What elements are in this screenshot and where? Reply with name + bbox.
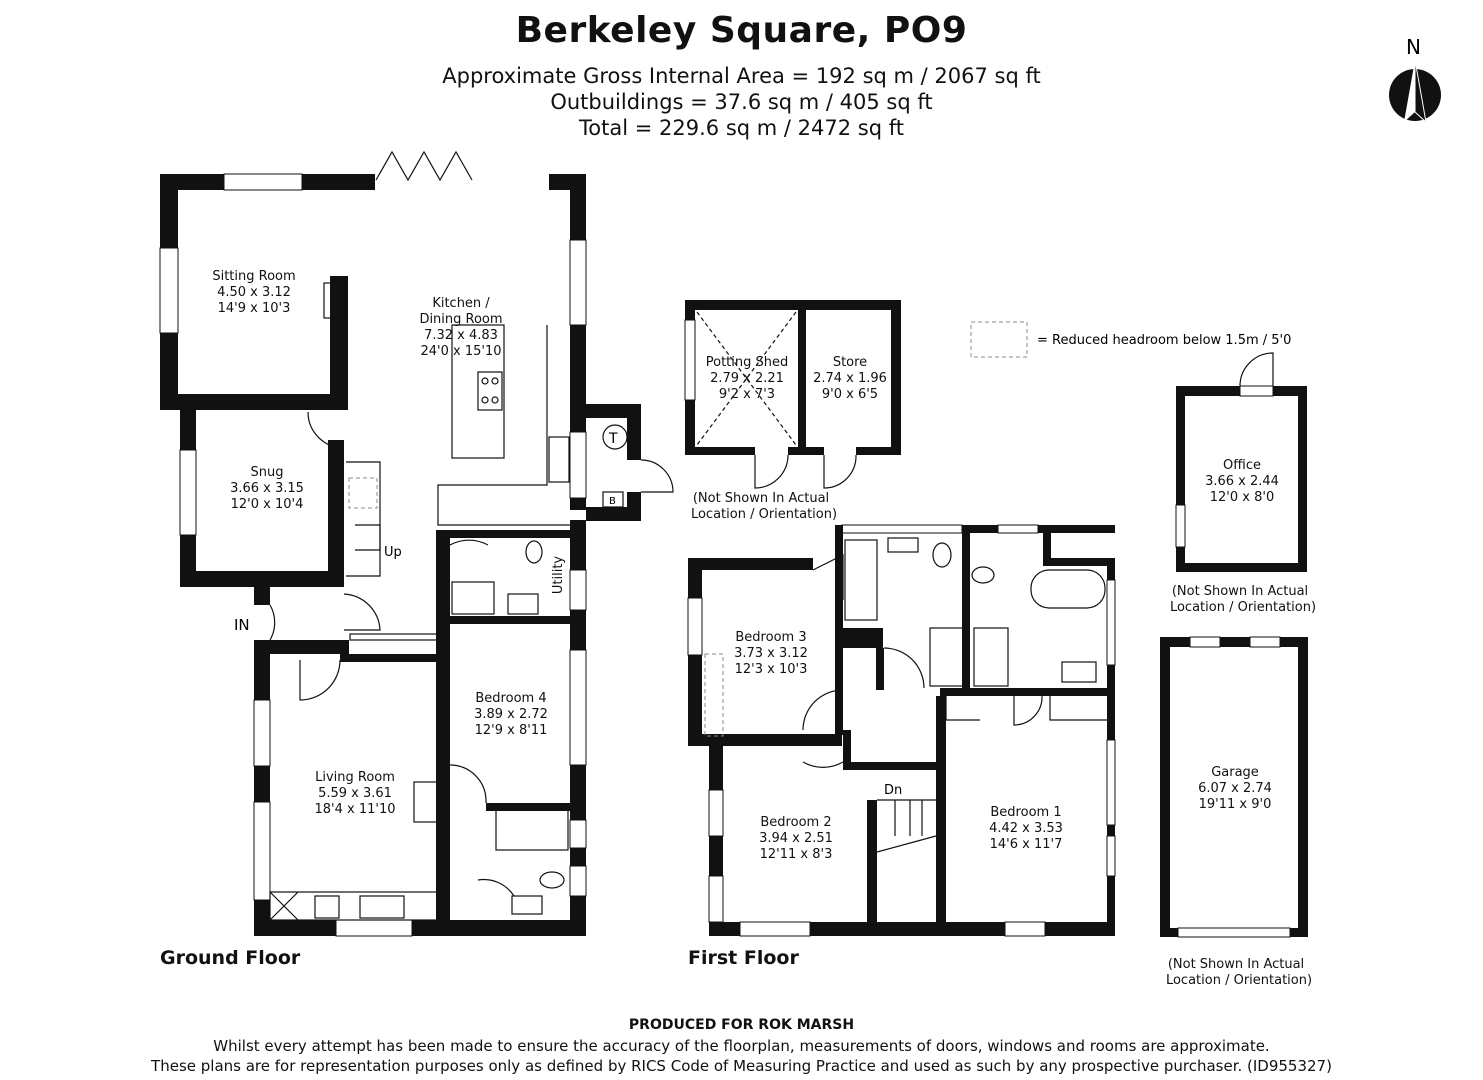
svg-text:(Not Shown In Actual: (Not Shown In Actual <box>1172 584 1308 599</box>
entrance-in-label: IN <box>234 616 250 634</box>
svg-text:3.73 x 3.12: 3.73 x 3.12 <box>734 646 808 661</box>
svg-text:Garage: Garage <box>1211 765 1259 780</box>
svg-text:Kitchen /: Kitchen / <box>432 296 490 311</box>
svg-text:3.94 x 2.51: 3.94 x 2.51 <box>759 831 833 846</box>
stairs-down-label: Dn <box>884 783 902 798</box>
kitchen-sink-icon <box>548 436 570 483</box>
room-label-bedroom2: Bedroom 2 3.94 x 2.51 12'11 x 8'3 <box>759 815 833 862</box>
svg-text:12'0 x 10'4: 12'0 x 10'4 <box>231 497 304 512</box>
svg-text:12'11 x 8'3: 12'11 x 8'3 <box>760 847 833 862</box>
outbuildings-area-text: Outbuildings = 37.6 sq m / 405 sq ft <box>550 90 933 114</box>
svg-text:18'4 x 11'10: 18'4 x 11'10 <box>314 802 395 817</box>
garage-location-note: (Not Shown In Actual Location / Orientat… <box>1166 957 1312 988</box>
svg-text:24'0 x 15'10: 24'0 x 15'10 <box>420 344 501 359</box>
first-floor-plan: Dn <box>687 524 1116 937</box>
svg-text:Location / Orientation): Location / Orientation) <box>1166 973 1312 988</box>
ground-floor-plan: T B Up IN <box>159 150 674 937</box>
svg-text:12'9 x 8'11: 12'9 x 8'11 <box>475 723 548 738</box>
boiler-b-label: B <box>609 496 616 507</box>
svg-text:Store: Store <box>833 355 867 370</box>
gross-area-text: Approximate Gross Internal Area = 192 sq… <box>442 64 1041 88</box>
room-label-potting-shed: Potting Shed 2.79 x 2.21 9'2 x 7'3 <box>706 355 789 402</box>
room-label-bedroom4: Bedroom 4 3.89 x 2.72 12'9 x 8'11 <box>474 691 548 738</box>
svg-text:Potting Shed: Potting Shed <box>706 355 789 370</box>
svg-text:Snug: Snug <box>251 465 284 480</box>
svg-text:(Not Shown In Actual: (Not Shown In Actual <box>1168 957 1304 972</box>
svg-text:Living Room: Living Room <box>315 770 395 785</box>
svg-text:Bedroom 1: Bedroom 1 <box>990 805 1061 820</box>
disclaimer-line-1: Whilst every attempt has been made to en… <box>213 1037 1270 1055</box>
hob-icon <box>477 371 503 411</box>
room-label-bedroom3: Bedroom 3 3.73 x 3.12 12'3 x 10'3 <box>734 630 808 677</box>
room-label-office: Office 3.66 x 2.44 12'0 x 8'0 <box>1205 458 1279 505</box>
room-label-living: Living Room 5.59 x 3.61 18'4 x 11'10 <box>314 770 395 817</box>
floorplan-drawing: N = Reduced headroom below 1.5m / 5'0 <box>159 35 1441 988</box>
room-label-bedroom1: Bedroom 1 4.42 x 3.53 14'6 x 11'7 <box>989 805 1063 852</box>
svg-text:Bedroom 2: Bedroom 2 <box>760 815 831 830</box>
ground-floor-label: Ground Floor <box>160 947 301 969</box>
room-label-snug: Snug 3.66 x 3.15 12'0 x 10'4 <box>230 465 304 512</box>
garage-plan <box>1160 636 1308 938</box>
svg-text:12'3 x 10'3: 12'3 x 10'3 <box>735 662 808 677</box>
room-label-sitting: Sitting Room 4.50 x 3.12 14'9 x 10'3 <box>212 269 295 316</box>
svg-text:Bedroom 4: Bedroom 4 <box>475 691 546 706</box>
living-kitchenette-icon <box>269 891 405 921</box>
svg-text:(Not Shown In Actual: (Not Shown In Actual <box>693 491 829 506</box>
shed-store-plan <box>684 300 901 489</box>
svg-text:9'2 x 7'3: 9'2 x 7'3 <box>719 387 775 402</box>
svg-text:7.32 x 4.83: 7.32 x 4.83 <box>424 328 498 343</box>
first-floor-label: First Floor <box>688 947 799 969</box>
cylinder-t-label: T <box>608 431 618 447</box>
svg-text:Office: Office <box>1223 458 1261 473</box>
svg-text:12'0 x 8'0: 12'0 x 8'0 <box>1210 490 1274 505</box>
svg-text:3.89 x 2.72: 3.89 x 2.72 <box>474 707 548 722</box>
svg-text:Sitting Room: Sitting Room <box>212 269 295 284</box>
svg-text:14'9 x 10'3: 14'9 x 10'3 <box>218 301 291 316</box>
office-location-note: (Not Shown In Actual Location / Orientat… <box>1170 584 1316 615</box>
produced-for-text: PRODUCED FOR ROK MARSH <box>628 1017 855 1033</box>
svg-text:Location / Orientation): Location / Orientation) <box>691 507 837 522</box>
svg-text:2.74 x 1.96: 2.74 x 1.96 <box>813 371 887 386</box>
shed-location-note: (Not Shown In Actual Location / Orientat… <box>691 491 837 522</box>
utility-label: Utility <box>551 556 566 595</box>
total-area-text: Total = 229.6 sq m / 2472 sq ft <box>579 116 904 140</box>
svg-text:Location / Orientation): Location / Orientation) <box>1170 600 1316 615</box>
svg-text:6.07 x 2.74: 6.07 x 2.74 <box>1198 781 1272 796</box>
svg-text:Dining Room: Dining Room <box>419 312 502 327</box>
svg-text:2.79 x 2.21: 2.79 x 2.21 <box>710 371 784 386</box>
svg-text:14'6 x 11'7: 14'6 x 11'7 <box>990 837 1063 852</box>
compass-icon: N <box>1389 35 1441 124</box>
compass-n-label: N <box>1406 35 1421 59</box>
plan-title: Berkeley Square, PO9 <box>515 10 968 51</box>
room-label-store: Store 2.74 x 1.96 9'0 x 6'5 <box>813 355 887 402</box>
legend-text: = Reduced headroom below 1.5m / 5'0 <box>1037 333 1291 348</box>
reduced-headroom-swatch <box>970 321 1028 358</box>
svg-text:5.59 x 3.61: 5.59 x 3.61 <box>318 786 392 801</box>
stairs-up-label: Up <box>384 545 402 560</box>
office-plan <box>1175 352 1307 572</box>
svg-text:3.66 x 3.15: 3.66 x 3.15 <box>230 481 304 496</box>
svg-text:9'0 x 6'5: 9'0 x 6'5 <box>822 387 878 402</box>
svg-text:Bedroom 3: Bedroom 3 <box>735 630 806 645</box>
svg-text:4.42 x 3.53: 4.42 x 3.53 <box>989 821 1063 836</box>
svg-text:3.66 x 2.44: 3.66 x 2.44 <box>1205 474 1279 489</box>
room-label-kitchen: Kitchen / Dining Room 7.32 x 4.83 24'0 x… <box>419 296 502 359</box>
svg-text:19'11 x 9'0: 19'11 x 9'0 <box>1199 797 1272 812</box>
room-label-garage: Garage 6.07 x 2.74 19'11 x 9'0 <box>1198 765 1272 812</box>
svg-text:4.50 x 3.12: 4.50 x 3.12 <box>217 285 291 300</box>
disclaimer-line-2: These plans are for representation purpo… <box>151 1057 1332 1075</box>
